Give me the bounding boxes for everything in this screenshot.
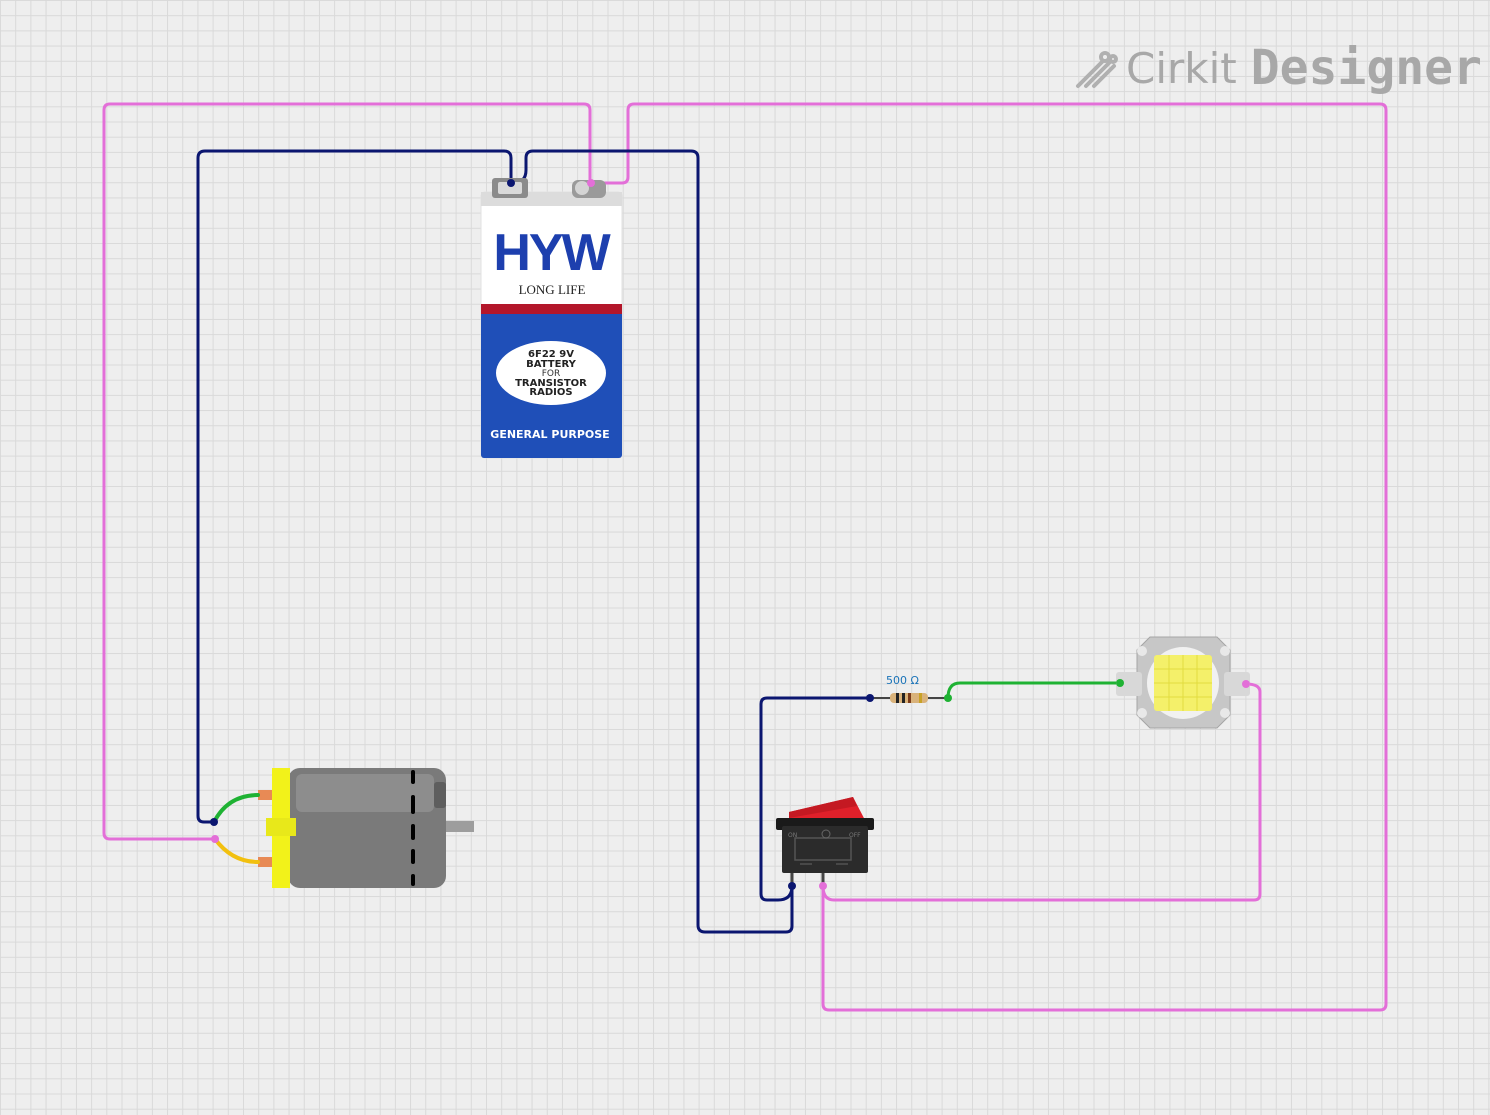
node-led-pin-1[interactable] [1116,679,1124,687]
node-switch-terminal-1[interactable] [788,882,796,890]
logo-text-designer: Designer [1250,40,1482,96]
logo-text-cirkit: Cirkit [1126,43,1237,93]
battery-oval-line5: RADIOS [529,387,572,398]
wire-switch-to-led[interactable] [821,682,1262,902]
battery-negative-terminal[interactable] [492,178,528,198]
wire-battery-negative-to-motor[interactable] [196,149,513,824]
high-power-led[interactable] [1116,636,1250,729]
node-switch-terminal-2[interactable] [819,882,827,890]
node-resistor-pin-1[interactable] [866,694,874,702]
cirkit-designer-logo: Cirkit Designer [1074,38,1482,98]
wire-battery-positive-to-switch[interactable] [590,102,1388,1012]
node-motor-terminal-2[interactable] [211,835,219,843]
motor-lead-green [212,793,260,824]
switch-off-label: OFF [849,832,861,839]
motor-lead-yellow [213,837,260,864]
rocker-switch[interactable]: ON OFF [776,797,874,886]
cirkit-logo-icon [1076,51,1118,88]
node-battery-negative[interactable] [507,179,515,187]
battery-brand: HYW [493,224,611,282]
battery-oval-line3: FOR [542,369,561,379]
resistor-value-label: 500 Ω [886,674,919,687]
node-motor-terminal-1[interactable] [210,818,218,826]
wire-battery-positive-to-motor[interactable] [102,102,592,841]
battery-oval-line4: TRANSISTOR [515,378,587,389]
battery-positive-terminal[interactable] [572,180,606,198]
node-led-pin-2[interactable] [1242,680,1250,688]
battery-9v[interactable]: HYW LONG LIFE 6F22 9V BATTERY FOR TRANSI… [480,178,623,459]
node-resistor-pin-2[interactable] [944,694,952,702]
battery-tagline: LONG LIFE [519,282,586,297]
wire-switch-to-resistor[interactable] [759,696,872,902]
battery-label-oval [496,341,606,405]
connection-nodes [210,179,1250,890]
node-battery-positive[interactable] [587,179,595,187]
battery-footer: GENERAL PURPOSE [490,428,609,441]
wire-resistor-to-led[interactable] [946,681,1122,700]
dc-motor[interactable] [212,768,474,888]
resistor[interactable] [870,693,948,703]
battery-oval-line1: 6F22 9V [528,349,574,360]
switch-on-label: ON [788,832,797,839]
wire-battery-negative-to-switch[interactable] [511,149,794,934]
battery-oval-line2: BATTERY [526,359,576,370]
